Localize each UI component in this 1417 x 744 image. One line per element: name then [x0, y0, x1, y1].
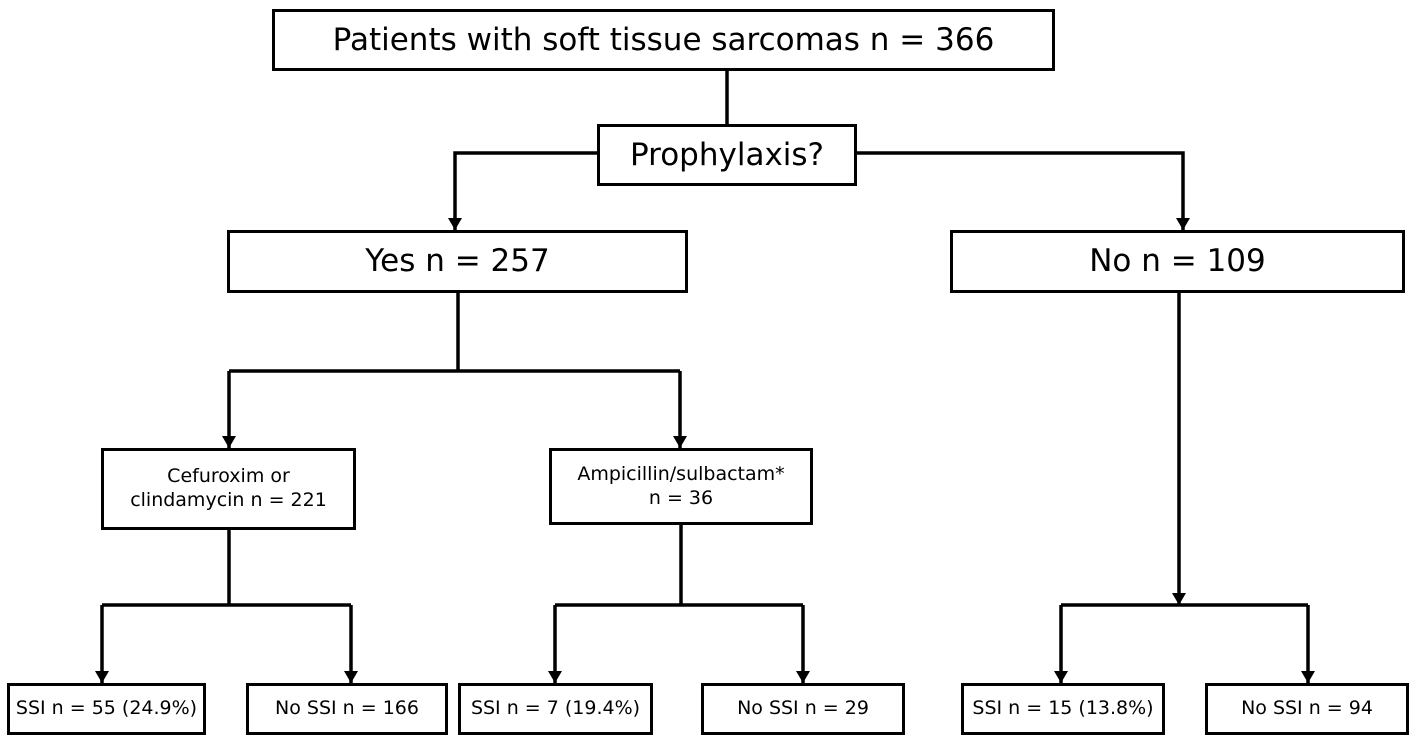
yes-label: Yes n = 257 [365, 243, 550, 280]
ampicillin-label-line1: Ampicillin/sulbactam* [577, 462, 785, 485]
ampicillin-label-line2: n = 36 [648, 486, 714, 509]
no-ssi-cefuroxim-label: No SSI n = 166 [275, 697, 419, 720]
ssi-ampicillin-label: SSI n = 7 (19.4%) [470, 697, 641, 720]
arrow-prophylaxis-yes [448, 151, 597, 230]
prophylaxis-label: Prophylaxis? [629, 136, 825, 173]
no-ssi-no-prophylaxis-box: No SSI n = 94 [1205, 683, 1409, 735]
cefuroxim-label-line1: Cefuroxim or [167, 465, 290, 488]
ssi-no-prophylaxis-box: SSI n = 15 (13.8%) [961, 683, 1165, 735]
no-label: No n = 109 [1089, 243, 1266, 280]
root-box: Patients with soft tissue sarcomas n = 3… [272, 9, 1055, 71]
ssi-cefuroxim-box: SSI n = 55 (24.9%) [7, 683, 206, 735]
arrow-prophylaxis-no [857, 151, 1190, 230]
ssi-no-prophylaxis-label: SSI n = 15 (13.8%) [972, 697, 1154, 720]
no-ssi-ampicillin-box: No SSI n = 29 [701, 683, 905, 735]
cefuroxim-label-line2: clindamycin n = 221 [130, 489, 327, 511]
ssi-cefuroxim-label: SSI n = 55 (24.9%) [15, 697, 198, 720]
ampicillin-box: Ampicillin/sulbactam* n = 36 [549, 448, 813, 525]
no-ssi-no-prophylaxis-label: No SSI n = 94 [1241, 697, 1373, 720]
no-box: No n = 109 [950, 230, 1405, 293]
prophylaxis-box: Prophylaxis? [597, 124, 857, 186]
ssi-ampicillin-box: SSI n = 7 (19.4%) [458, 683, 653, 735]
no-ssi-cefuroxim-box: No SSI n = 166 [246, 683, 448, 735]
no-ssi-ampicillin-label: No SSI n = 29 [737, 697, 869, 720]
root-label: Patients with soft tissue sarcomas n = 3… [332, 21, 995, 58]
yes-box: Yes n = 257 [227, 230, 688, 293]
cefuroxim-box: Cefuroxim or clindamycin n = 221 [101, 448, 356, 530]
